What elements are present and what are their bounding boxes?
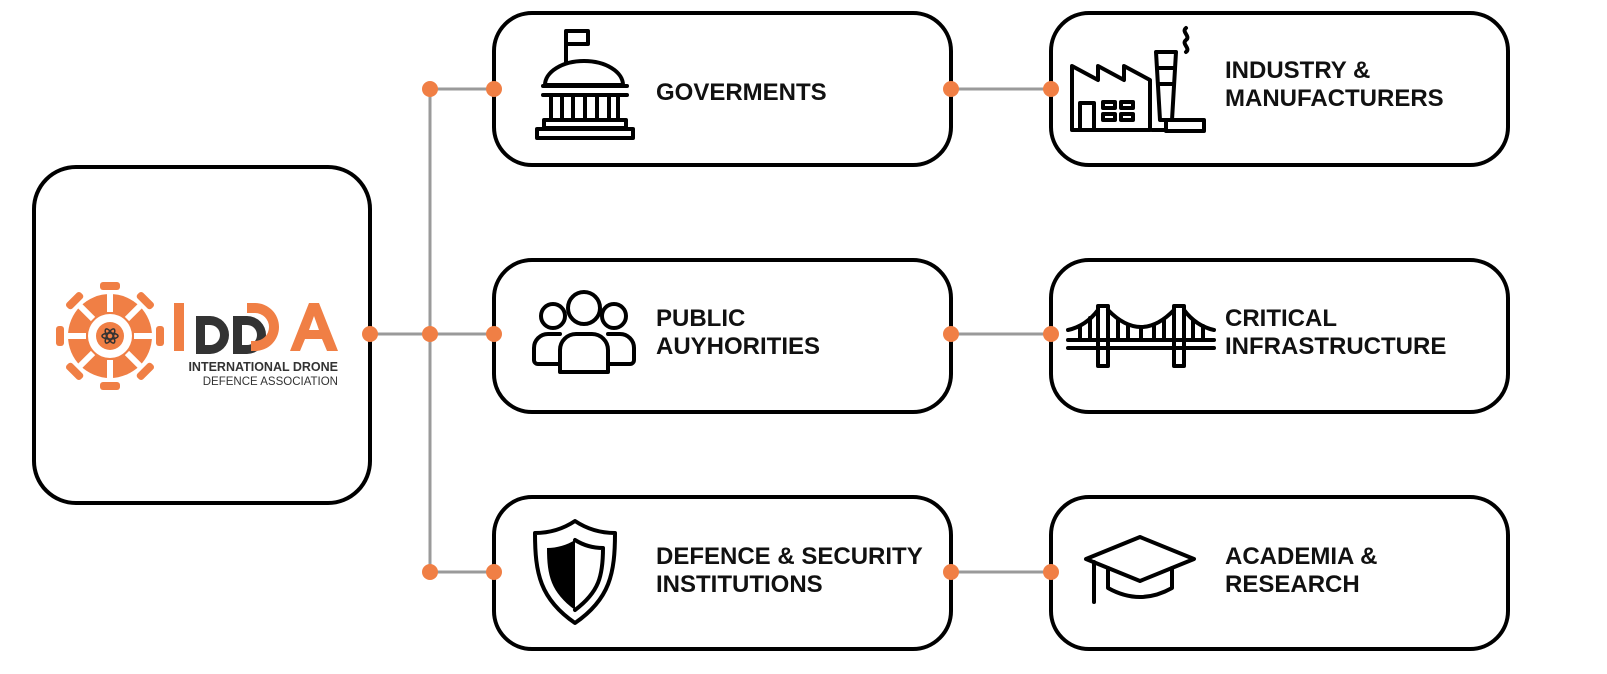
factory-icon — [1070, 26, 1206, 133]
idda-logo: INTERNATIONAL DRONE DEFENCE ASSOCIATION — [56, 282, 338, 390]
connector-dots — [362, 81, 1059, 580]
node-public-label: PUBLIC AUYHORITIES — [656, 305, 820, 360]
government-building-icon — [535, 29, 635, 140]
node-industry: INDUSTRY & MANUFACTURERS — [1070, 26, 1444, 133]
connector-dot — [943, 81, 959, 97]
connector-dot — [943, 564, 959, 580]
node-defence: DEFENCE & SECURITY INSTITUTIONS — [533, 519, 929, 625]
node-infrastructure: CRITICAL INFRASTRUCTURE — [1066, 304, 1446, 368]
connector-dot — [1043, 81, 1059, 97]
drone-rotor-logo-icon — [56, 282, 164, 390]
idda-wordmark — [174, 303, 338, 354]
node-governments-label: GOVERMENTS — [656, 79, 827, 106]
connector-dot — [1043, 564, 1059, 580]
connector-dot — [422, 564, 438, 580]
connector-dot — [943, 326, 959, 342]
node-public: PUBLIC AUYHORITIES — [532, 290, 820, 374]
node-defence-label: DEFENCE & SECURITY INSTITUTIONS — [656, 543, 929, 598]
node-academia-label: ACADEMIA & RESEARCH — [1225, 543, 1384, 598]
connector-dot — [486, 564, 502, 580]
graduation-cap-icon — [1084, 535, 1196, 604]
logo-line2: DEFENCE ASSOCIATION — [203, 376, 338, 388]
node-infrastructure-label: CRITICAL INFRASTRUCTURE — [1225, 305, 1446, 360]
connector-dot — [486, 81, 502, 97]
node-academia: ACADEMIA & RESEARCH — [1084, 535, 1384, 604]
connector-dot — [1043, 326, 1059, 342]
connector-dot — [486, 326, 502, 342]
connector-dot — [422, 326, 438, 342]
node-industry-label: INDUSTRY & MANUFACTURERS — [1225, 57, 1444, 112]
bridge-icon — [1066, 304, 1216, 368]
people-group-icon — [532, 290, 636, 374]
node-governments: GOVERMENTS — [535, 29, 827, 140]
connector-dot — [362, 326, 378, 342]
connector-dot — [422, 81, 438, 97]
shield-icon — [533, 519, 617, 625]
logo-line1: INTERNATIONAL DRONE — [188, 360, 338, 374]
